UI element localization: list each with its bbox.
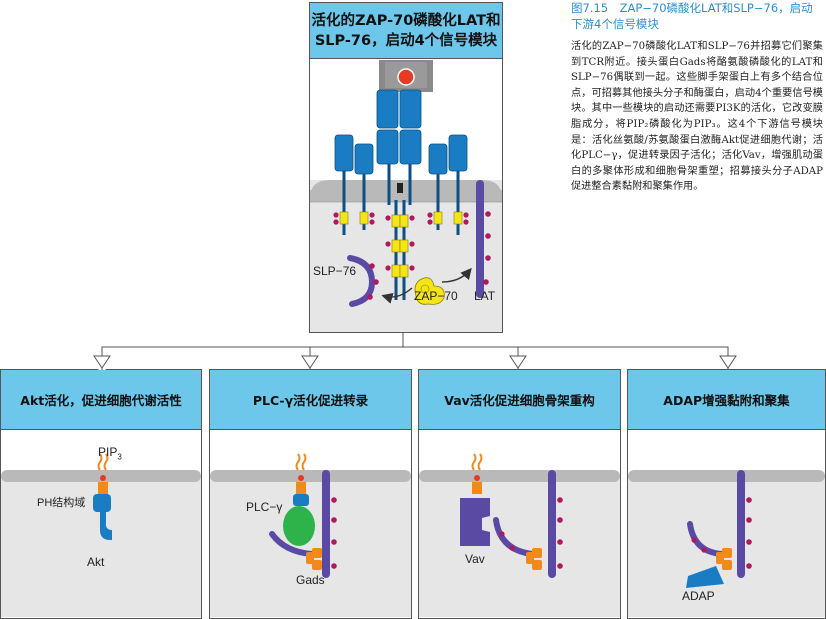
label-pip3-text: PIP xyxy=(98,445,118,459)
akt-module-art xyxy=(93,453,112,540)
module-header-vav: Vav活化促进细胞骨架重构 xyxy=(419,370,620,430)
label-plc-gamma: PLC−γ xyxy=(246,500,283,514)
branch-connectors xyxy=(93,333,737,370)
label-slp76: SLP−76 xyxy=(313,264,357,278)
module-title-vav: Vav活化促进细胞骨架重构 xyxy=(444,393,595,408)
label-zap70: ZAP−70 xyxy=(414,289,458,303)
main-title-line1: 活化的ZAP-70磷酸化LAT和 xyxy=(311,12,501,29)
main-panel-title: 活化的ZAP-70磷酸化LAT和 SLP-76，启动4个信号模块 xyxy=(310,3,502,59)
module-title-adap: ADAP增强黏附和聚集 xyxy=(663,393,790,408)
module-header-plc: PLC-γ活化促进转录 xyxy=(210,370,411,430)
label-pip3: PIP3 xyxy=(98,445,122,461)
main-title-line2: SLP-76，启动4个信号模块 xyxy=(314,32,498,49)
slp76-scaffold xyxy=(347,255,379,307)
lat-scaffold xyxy=(476,180,491,298)
figure-caption-title: 图7.15 ZAP−70磷酸化LAT和SLP−76，启动下游4个信号模块 xyxy=(571,1,813,31)
label-vav: Vav xyxy=(465,552,485,566)
module-title-akt: Akt活化，促进细胞代谢活性 xyxy=(20,393,182,408)
vav-module-art xyxy=(460,453,563,578)
module-header-adap: ADAP增强黏附和聚集 xyxy=(628,370,825,430)
module-title-plc: PLC-γ活化促进转录 xyxy=(252,393,369,408)
figure-caption-body: 活化的ZAP−70磷酸化LAT和SLP−76并招募它们聚集到TCR附近。接头蛋白… xyxy=(571,41,823,193)
module-cells xyxy=(1,470,825,617)
adap-module-art xyxy=(686,470,752,588)
label-pip3-sub: 3 xyxy=(117,452,122,462)
label-adap: ADAP xyxy=(682,589,715,603)
label-ph-domain: PH结构域 xyxy=(37,497,86,509)
label-gads: Gads xyxy=(296,573,325,587)
zap70-molecule xyxy=(414,277,445,305)
main-cell xyxy=(310,180,502,332)
module-header-akt: Akt活化，促进细胞代谢活性 xyxy=(1,370,201,430)
plc-module-art xyxy=(269,453,337,578)
tcr-complex xyxy=(333,60,469,300)
label-lat: LAT xyxy=(474,289,496,303)
label-akt: Akt xyxy=(87,555,105,569)
